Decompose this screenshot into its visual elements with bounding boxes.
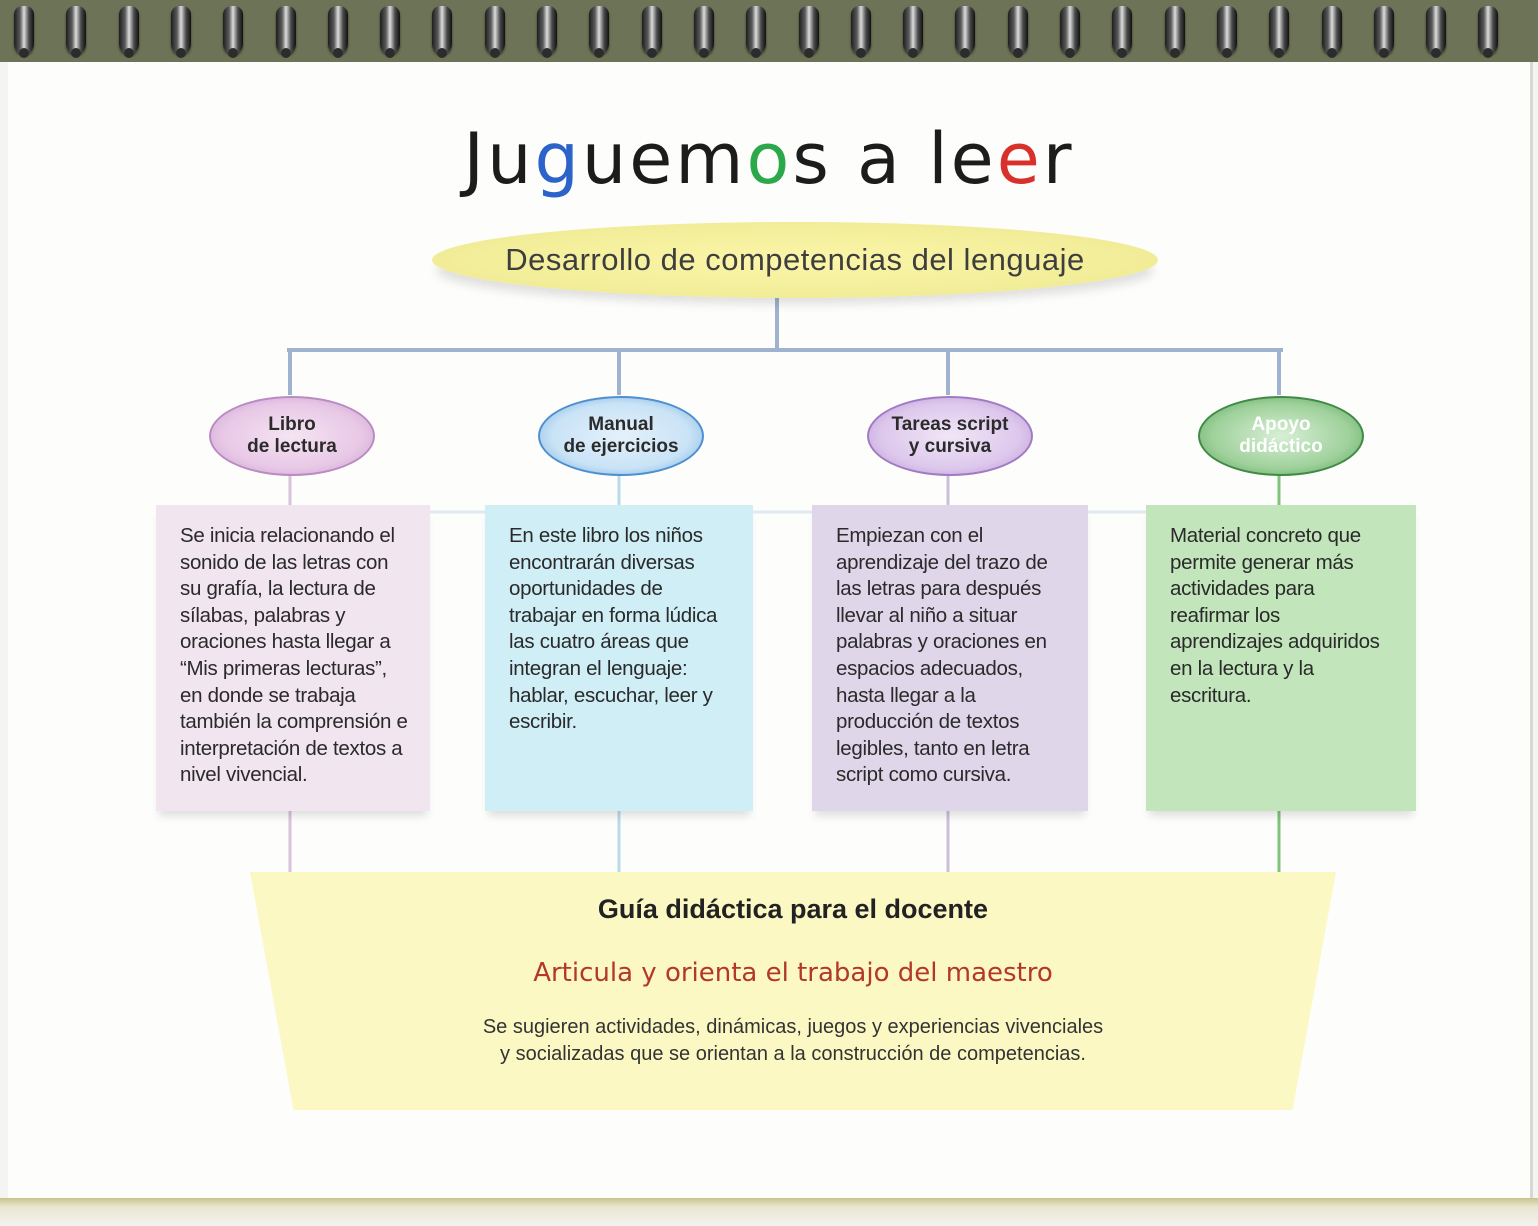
binding-ring [1321, 6, 1342, 58]
binding-ring [537, 6, 557, 58]
binding-ring [955, 6, 976, 58]
node-manual-de-ejercicios: Manual de ejercicios [538, 396, 704, 476]
binding-ring [484, 6, 505, 58]
binding-ring [850, 6, 871, 58]
binding-ring [327, 6, 348, 58]
binding-ring [641, 6, 662, 58]
guide-body: Se sugieren actividades, dinámicas, jueg… [482, 1016, 1104, 1065]
binding-ring [380, 6, 401, 58]
binding-ring [1216, 6, 1237, 58]
top-node-oval: Desarrollo de competencias del lenguaje [432, 222, 1158, 298]
node-tareas-script: Tareas script y cursiva [867, 396, 1033, 476]
guide-title: Guía didáctica para el docente [597, 894, 989, 924]
binding-ring [903, 6, 924, 58]
binding-ring [66, 6, 87, 58]
binding-ring [746, 6, 767, 58]
page-title: Juguemos a leer [463, 118, 1075, 200]
description-box-tareas: Empiezan con el aprendizaje del trazo de… [812, 505, 1088, 811]
binding-ring [589, 6, 610, 58]
guide-subtitle: Articula y orienta el trabajo del maestr… [533, 958, 1053, 988]
binding-ring [170, 6, 191, 58]
spiral-binding [0, 0, 1538, 62]
binding-ring [693, 6, 714, 58]
binding-ring [275, 6, 296, 58]
binding-ring [118, 6, 139, 58]
description-box-libro: Se inicia relacionando el sonido de las … [156, 505, 430, 811]
description-box-manual: En este libro los niños encontrarán dive… [485, 505, 753, 811]
node-libro-de-lectura: Libro de lectura [209, 396, 375, 476]
binding-ring [432, 6, 453, 58]
page-edge [0, 1198, 1538, 1226]
binding-ring [1269, 6, 1290, 58]
binding-ring [223, 6, 244, 58]
binding-ring [798, 6, 819, 58]
binding-ring [1112, 6, 1133, 58]
binding-ring [1478, 6, 1499, 58]
binding-ring [14, 6, 34, 58]
binding-ring [1373, 6, 1394, 58]
node-apoyo-didactico: Apoyo didáctico [1198, 396, 1364, 476]
binding-ring [1007, 6, 1028, 58]
binding-ring [1426, 6, 1447, 58]
binding-ring [1060, 6, 1080, 58]
description-box-apoyo: Material concreto que permite generar má… [1146, 505, 1416, 811]
binding-ring [1164, 6, 1185, 58]
guide-panel: Guía didáctica para el docente Articula … [250, 872, 1336, 1110]
